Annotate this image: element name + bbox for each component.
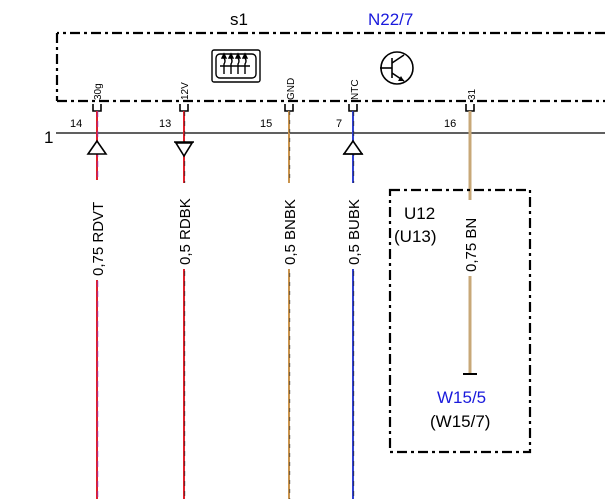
pin-number-14: 14 — [70, 118, 82, 130]
wire-label-bn: 0,75 BN — [461, 200, 480, 276]
arrow-up-icon — [86, 139, 108, 155]
wire-rdvt — [96, 111, 99, 499]
pin-terminals — [92, 104, 475, 112]
wire-label-rdvt: 0,75 RDVT — [88, 180, 107, 280]
wire-label-bubk: 0,5 BUBK — [344, 183, 363, 269]
svg-text:0,5 RDBK: 0,5 RDBK — [177, 198, 194, 265]
svg-text:0,75 BN: 0,75 BN — [463, 218, 480, 272]
pin-name-31: 31 — [467, 88, 478, 100]
pin-number-16: 16 — [444, 118, 456, 130]
wire-bubk — [352, 111, 355, 499]
rear-window-heater-icon — [211, 49, 261, 83]
wire-bnbk — [288, 111, 291, 499]
arrow-down-icon — [174, 141, 194, 158]
svg-text:0,75 RDVT: 0,75 RDVT — [90, 202, 107, 276]
transistor-icon — [380, 51, 414, 85]
svg-text:0,5 BUBK: 0,5 BUBK — [346, 199, 363, 265]
component-name: N22/7 — [368, 10, 413, 29]
component-outline — [55, 31, 605, 103]
pin-number-13: 13 — [159, 118, 171, 130]
wire-label-rdbk: 0,5 RDBK — [175, 183, 194, 269]
ground-alt-name: (W15/7) — [430, 412, 490, 431]
pin-name-gnd: GND — [286, 78, 297, 100]
optional-module-outline — [388, 188, 532, 454]
pin-name-12v: 12V — [180, 82, 191, 100]
pin-name-ntc: NTC — [350, 79, 361, 100]
pin-name-30g: 30g — [93, 83, 104, 100]
wire-rdbk — [183, 111, 186, 499]
svg-text:0,5 BNBK: 0,5 BNBK — [282, 199, 299, 265]
connector-number: 1 — [44, 128, 53, 147]
arrow-up-icon — [342, 139, 364, 155]
component-ref: s1 — [230, 10, 248, 29]
ground-name: W15/5 — [437, 388, 486, 407]
module-name: U12 — [404, 204, 435, 223]
pin-number-15: 15 — [260, 118, 272, 130]
wire-label-bnbk: 0,5 BNBK — [280, 183, 299, 269]
pin-number-7: 7 — [336, 118, 342, 130]
module-alt-name: (U13) — [394, 227, 437, 246]
